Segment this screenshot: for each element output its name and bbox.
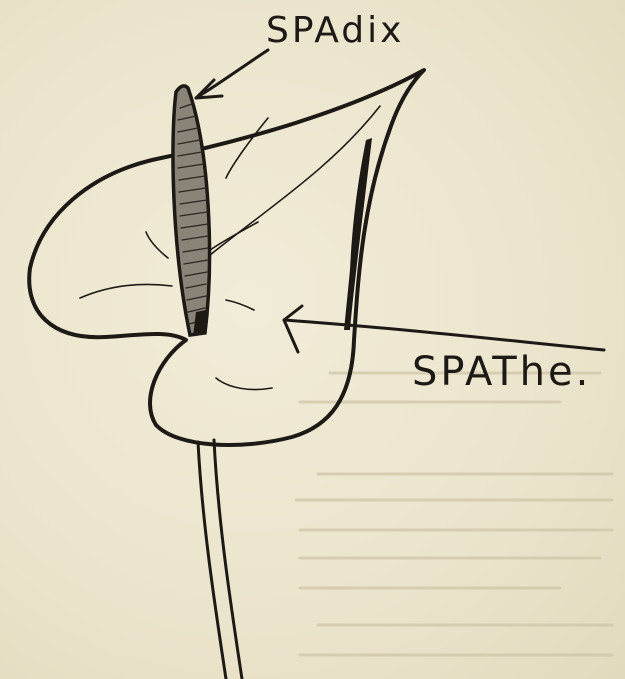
spadix-label: SPAdix (266, 10, 404, 51)
spadix (173, 86, 210, 336)
stem (198, 440, 242, 679)
spathe-arrowhead (284, 306, 302, 352)
background-text-lines (296, 373, 612, 655)
spadix-arrow (196, 50, 268, 98)
spathe-callout: SPAThe. (284, 306, 604, 395)
spadix-callout: SPAdix (196, 10, 404, 98)
spathe (29, 70, 424, 445)
spathe-arrow (284, 320, 604, 350)
spadix-body (173, 86, 210, 335)
spathe-outline (29, 70, 424, 445)
spathe-label: SPAThe. (412, 349, 591, 395)
